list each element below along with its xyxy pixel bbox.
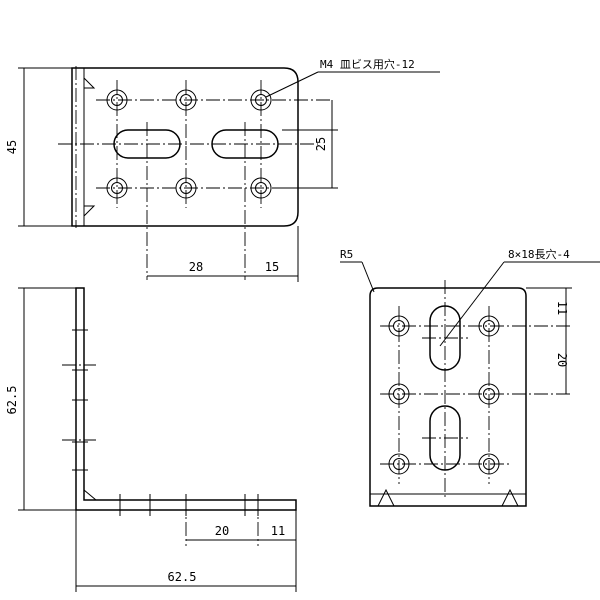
side-hole-marks-horizontal [119, 494, 259, 546]
front-view: 11 20 R5 8×18長穴-4 [340, 247, 600, 507]
dim-15: 15 [265, 260, 279, 274]
dim-62-5-vertical: 62.5 [5, 386, 19, 415]
dim-62-5-horizontal: 62.5 [168, 570, 197, 584]
dim-28: 28 [189, 260, 203, 274]
side-l-profile [75, 287, 297, 511]
side-view: 62.5 20 11 62.5 [5, 287, 297, 592]
front-bend-mark-right [501, 488, 519, 507]
dim-45: 45 [5, 140, 19, 154]
radius-note: R5 [340, 248, 353, 261]
dim-20-front: 20 [555, 353, 569, 367]
top-bend-mark-upper [83, 77, 96, 89]
dim-20-side: 20 [215, 524, 229, 538]
top-view: 45 25 28 15 M4 皿ビス用穴-12 [5, 57, 440, 282]
front-plate-outline [369, 287, 527, 507]
slot-note: 8×18長穴-4 [508, 247, 570, 261]
front-bend-mark-left [377, 488, 395, 507]
top-bend-mark-lower [83, 205, 96, 217]
dim-11-front: 11 [555, 301, 569, 315]
top-plate-outline [71, 67, 299, 227]
dim-11-side: 11 [271, 524, 285, 538]
side-hole-marks-vertical [62, 310, 96, 490]
hole-note: M4 皿ビス用穴-12 [320, 57, 415, 71]
dim-25: 25 [314, 137, 328, 151]
